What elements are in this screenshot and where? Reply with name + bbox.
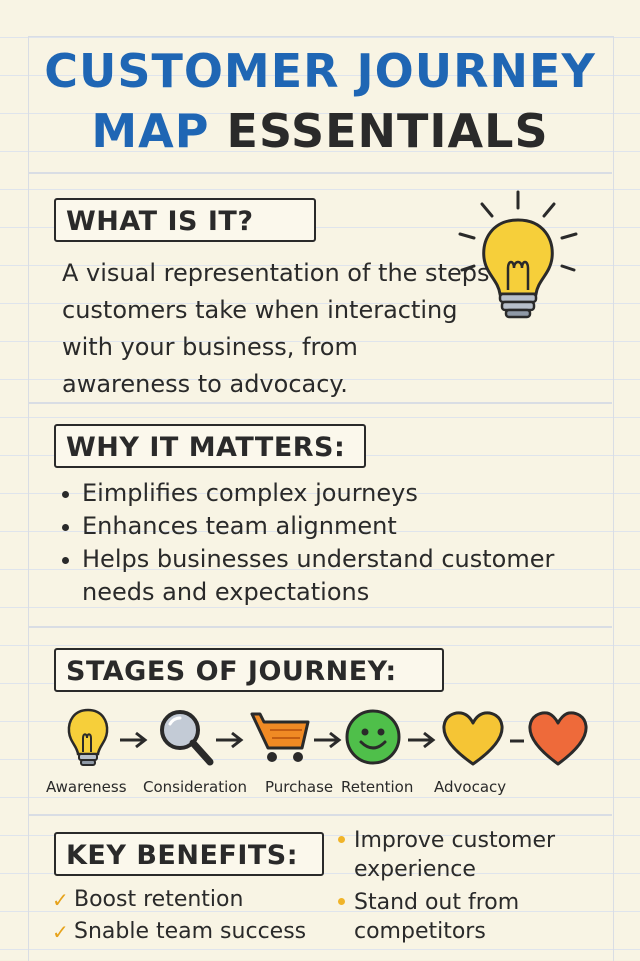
smiley-icon [345, 709, 401, 765]
divider [28, 402, 612, 404]
dash-icon [510, 739, 524, 743]
divider [28, 814, 612, 816]
benefit-item: Improve customer experience [338, 826, 628, 884]
benefits-left-list: ✓Boost retention ✓Snable team success [52, 884, 306, 948]
what-description: A visual representation of the steps cus… [62, 259, 490, 398]
benefit-item: Stand out from competitors [338, 888, 628, 946]
bullet-dot-icon [338, 836, 345, 843]
arrow-icon [120, 731, 148, 749]
divider [28, 172, 612, 174]
cart-icon [250, 712, 310, 762]
why-heading: WHY IT MATTERS: [54, 424, 366, 468]
benefit-text: Improve customer experience [354, 828, 556, 882]
why-bullet-list: Eimplifies complex journeys Enhances tea… [60, 477, 600, 609]
benefits-right-list: Improve customer experience Stand out fr… [338, 826, 628, 950]
lightbulb-icon [67, 708, 109, 766]
bullet-dot-icon [338, 898, 345, 905]
divider [28, 626, 612, 628]
what-heading: WHAT IS IT? [54, 198, 316, 242]
page-frame [28, 36, 614, 961]
arrow-icon [408, 731, 436, 749]
benefit-text: Boost retention [74, 887, 244, 912]
benefit-item: ✓Snable team success [52, 916, 306, 948]
stage-label-awareness: Awareness [46, 778, 127, 796]
title-essentials-word: ESSENTIALS [209, 104, 549, 158]
check-icon: ✓ [52, 920, 69, 944]
heart-icon [442, 711, 504, 766]
magnifier-icon [160, 710, 214, 766]
arrow-icon [216, 731, 244, 749]
stage-label-retention: Retention [341, 778, 414, 796]
title-line-1: CUSTOMER JOURNEY [44, 44, 596, 98]
heart-icon [528, 711, 588, 766]
title-map-word: MAP [91, 104, 210, 158]
benefits-heading: KEY BENEFITS: [54, 832, 324, 876]
lightbulb-icon [458, 190, 578, 319]
stage-label-consideration: Consideration [143, 778, 247, 796]
title-line-2: MAP ESSENTIALS [0, 104, 640, 158]
stages-flow: Awareness Consideration Purchase Retenti… [0, 700, 640, 810]
check-icon: ✓ [52, 888, 69, 912]
why-bullet-item: Helps businesses understand customer nee… [60, 543, 600, 609]
benefit-text: Snable team success [74, 919, 307, 944]
stage-label-advocacy: Advocacy [434, 778, 507, 796]
arrow-icon [314, 731, 342, 749]
stage-label-purchase: Purchase [265, 778, 334, 796]
why-bullet-item: Enhances team alignment [60, 510, 600, 543]
stages-heading: STAGES OF JOURNEY: [54, 648, 444, 692]
benefit-text: Stand out from competitors [354, 890, 520, 944]
why-bullet-item: Eimplifies complex journeys [60, 477, 600, 510]
benefit-item: ✓Boost retention [52, 884, 306, 916]
